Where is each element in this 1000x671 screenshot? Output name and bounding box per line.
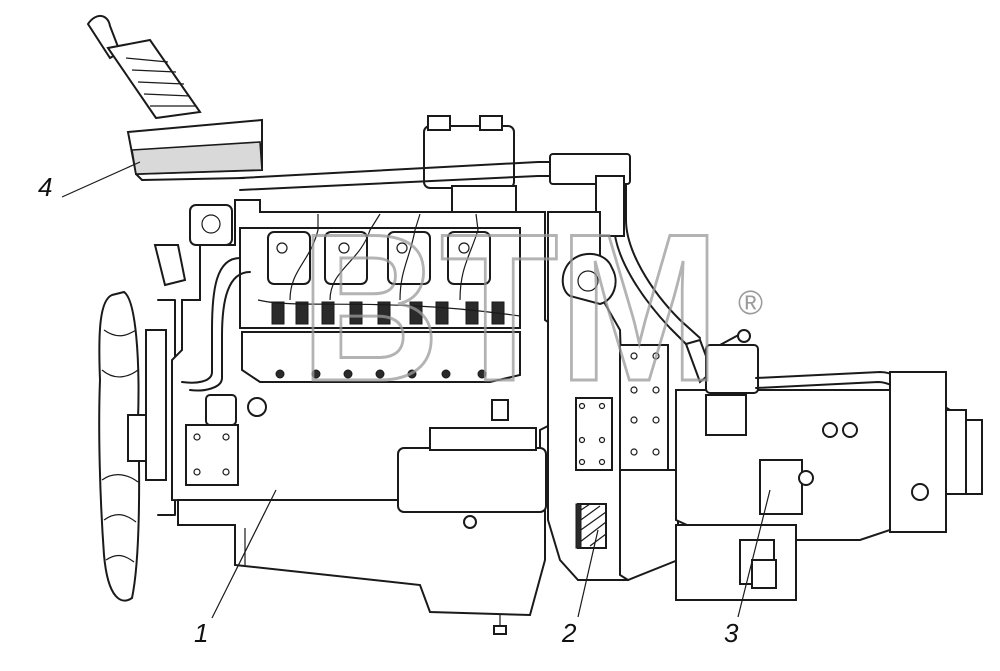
watermark-registered-mark: ® [738, 284, 763, 322]
callout-2: 2 [561, 618, 577, 648]
shift-linkage-rod [239, 153, 701, 349]
callout-1: 1 [194, 618, 208, 648]
cooling-fan [98, 290, 176, 602]
watermark-logo: BTM [300, 190, 720, 425]
callout-4: 4 [38, 172, 52, 202]
clutch-housing [547, 211, 630, 581]
engine-block [153, 199, 561, 635]
fuel-injectors [271, 301, 505, 325]
gearbox [619, 329, 983, 601]
fuel-filter-reservoir [423, 115, 517, 213]
leader-lines [61, 161, 771, 619]
gear-shift-lever [86, 15, 263, 181]
callout-3: 3 [724, 618, 739, 648]
